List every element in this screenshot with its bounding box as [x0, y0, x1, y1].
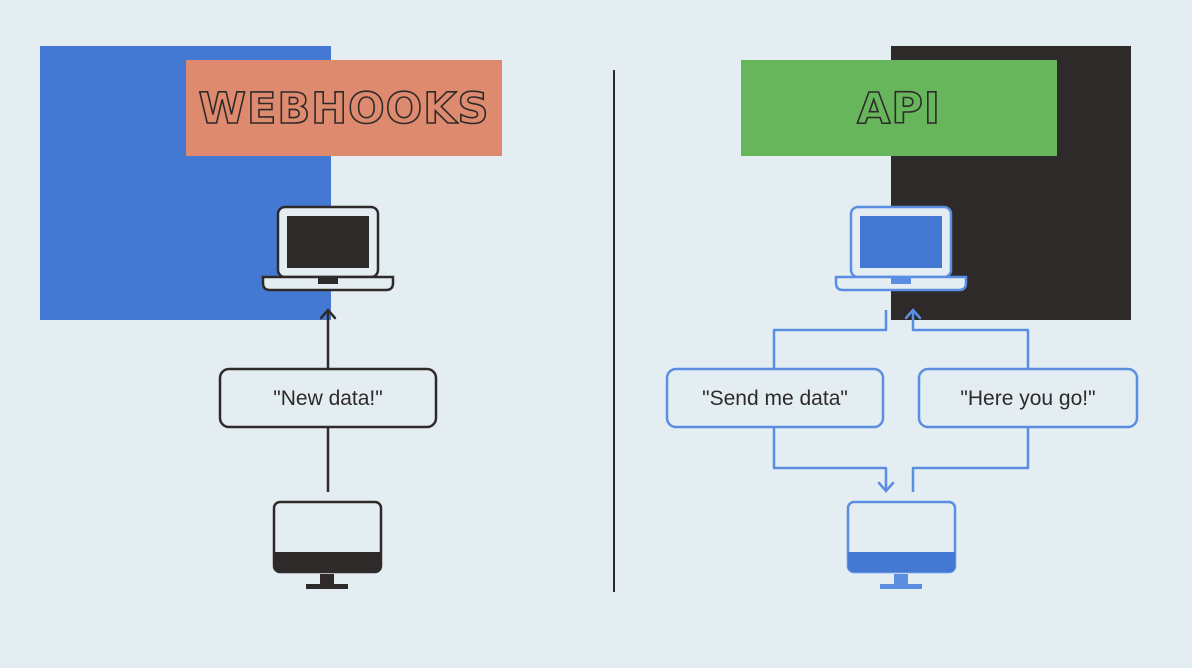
arrow-up-icon: [319, 308, 337, 320]
webhooks-title: WEBHOOKS: [199, 84, 490, 134]
arrow-up-icon: [904, 308, 922, 320]
monitor-icon: [272, 500, 383, 589]
api-panel: API "Send me data" "Here you go!": [665, 46, 1139, 589]
monitor-icon: [846, 500, 957, 589]
api-title: API: [857, 84, 941, 134]
api-request-bubble: "Send me data": [665, 367, 885, 429]
api-response-text: "Here you go!": [960, 387, 1095, 410]
laptop-icon: [834, 205, 968, 292]
webhooks-message-text: "New data!": [273, 387, 382, 410]
arrow-down-icon: [877, 481, 895, 493]
webhooks-panel: WEBHOOKS "New data!": [40, 46, 502, 589]
api-response-bubble: "Here you go!": [917, 367, 1139, 429]
api-title-box: [741, 60, 1057, 156]
webhooks-title-box: [186, 60, 502, 156]
api-request-text: "Send me data": [702, 387, 848, 410]
laptop-icon: [261, 205, 395, 292]
webhooks-message-bubble: "New data!": [218, 367, 438, 429]
